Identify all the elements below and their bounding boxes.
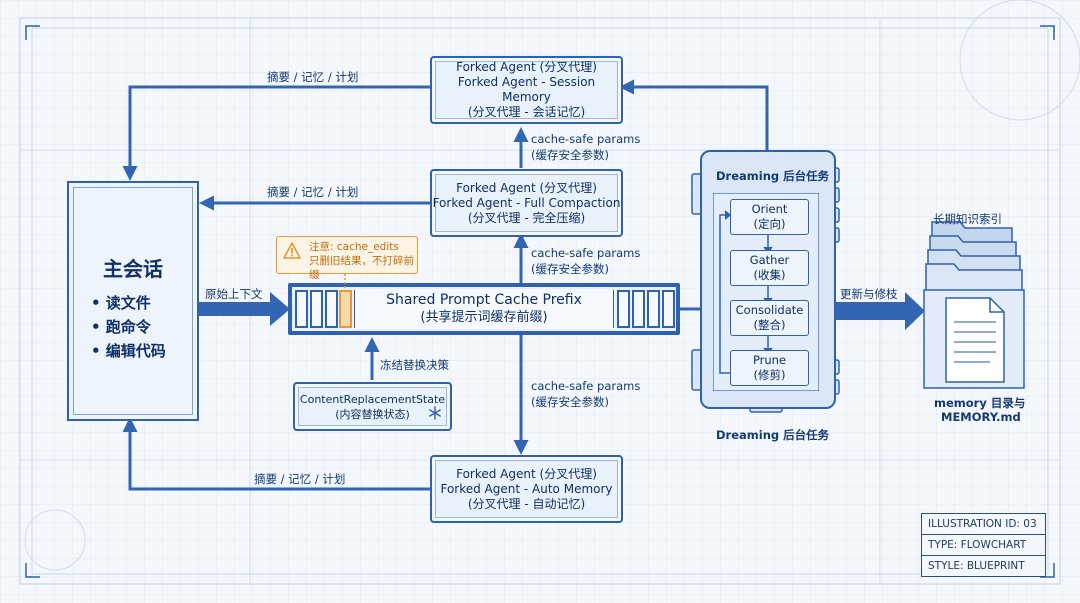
step-sublabel: (定向) [753, 217, 786, 231]
step-orient: Orient (定向) [730, 199, 809, 235]
step-prune: Prune (修剪) [730, 350, 809, 386]
step-sublabel: (收集) [753, 268, 786, 282]
summary-label-top: 摘要 / 记忆 / 计划 [267, 70, 359, 84]
state-zh: (内容替换状态) [335, 407, 410, 421]
step-consolidate: Consolidate (整合) [730, 300, 809, 336]
main-session-title: 主会话 [103, 257, 163, 281]
cache-safe-label-1-zh: (缓存安全参数) [531, 148, 609, 162]
illustration-legend: ILLUSTRATION ID: 03 TYPE: FLOWCHART STYL… [921, 513, 1046, 577]
forked-line: (分叉代理 - 会话记忆) [467, 105, 586, 119]
cache-prefix-title: Shared Prompt Cache Prefix [386, 292, 582, 308]
legend-style: STYLE: BLUEPRINT [928, 560, 1025, 572]
forked-line: Forked Agent - Auto Memory [440, 481, 613, 496]
forked-session-memory-box: Forked Agent (分叉代理) Forked Agent - Sessi… [430, 56, 623, 124]
forked-auto-memory-box: Forked Agent (分叉代理) Forked Agent - Auto … [430, 455, 623, 523]
content-replacement-state-box: ContentReplacementState (内容替换状态) [293, 382, 452, 431]
cache-edits-note: 注意: cache_edits 只删旧结果，不打碎前缀 [276, 236, 418, 281]
update-prune-label: 更新与修枝 [840, 287, 898, 301]
cache-prefix-subtitle: (共享提示词缓存前缀) [420, 310, 548, 325]
main-session-item: • 编辑代码 [91, 342, 166, 360]
warning-icon [283, 242, 301, 259]
step-label: Prune [752, 353, 787, 367]
dreaming-bottom-label: Dreaming 后台任务 [716, 428, 830, 442]
main-session-items: • 读文件 • 跑命令 • 编辑代码 [91, 291, 166, 363]
cache-safe-label-2-zh: (缓存安全参数) [531, 262, 609, 276]
legend-id: ILLUSTRATION ID: 03 [922, 514, 1045, 535]
forked-line: (分叉代理 - 自动记忆) [467, 496, 586, 511]
forked-line: Forked Agent - Session Memory [457, 75, 596, 104]
cache-safe-label-3-zh: (缓存安全参数) [531, 395, 609, 409]
step-sublabel: (整合) [753, 318, 786, 332]
memory-dir-label-1: memory 目录与 [934, 396, 1026, 410]
note-line-2: 只删旧结果，不打碎前缀 [309, 255, 414, 281]
note-line-1: 注意: cache_edits [309, 241, 399, 253]
snowflake-icon [429, 406, 441, 420]
main-session-item: • 跑命令 [91, 318, 151, 336]
legend-type: TYPE: FLOWCHART [922, 535, 1045, 556]
cache-safe-label-3: cache-safe params [531, 379, 641, 393]
state-name: ContentReplacementState [299, 392, 446, 406]
cache-safe-label-2: cache-safe params [531, 246, 641, 260]
long-term-index-label: 长期知识索引 [933, 212, 1002, 226]
dreaming-title: Dreaming 后台任务 [716, 169, 830, 183]
main-session-box: 主会话 • 读文件 • 跑命令 • 编辑代码 [67, 181, 199, 421]
cache-safe-label-1: cache-safe params [531, 132, 641, 146]
forked-line: (分叉代理 - 完全压缩) [467, 210, 586, 225]
step-label: Consolidate [735, 303, 804, 317]
step-label: Orient [751, 202, 788, 216]
forked-full-compaction-box: Forked Agent (分叉代理) Forked Agent - Full … [430, 169, 623, 237]
forked-line: Forked Agent (分叉代理) [456, 466, 597, 481]
original-context-label: 原始上下文 [205, 287, 263, 301]
freeze-decision-label: 冻结替换决策 [380, 358, 449, 372]
main-session-item: • 读文件 [91, 294, 151, 312]
step-gather: Gather (收集) [730, 250, 809, 286]
step-label: Gather [749, 253, 790, 267]
shared-prompt-cache-prefix: Shared Prompt Cache Prefix (共享提示词缓存前缀) [355, 289, 613, 329]
forked-line: Forked Agent (分叉代理) [456, 180, 597, 195]
summary-label-bottom: 摘要 / 记忆 / 计划 [254, 472, 346, 486]
memory-dir-label-2: MEMORY.md [941, 410, 1021, 424]
forked-line: Forked Agent (分叉代理) [456, 60, 597, 74]
forked-line: Forked Agent - Full Compaction [432, 195, 621, 210]
summary-label-mid: 摘要 / 记忆 / 计划 [267, 185, 359, 199]
step-sublabel: (修剪) [753, 368, 786, 382]
